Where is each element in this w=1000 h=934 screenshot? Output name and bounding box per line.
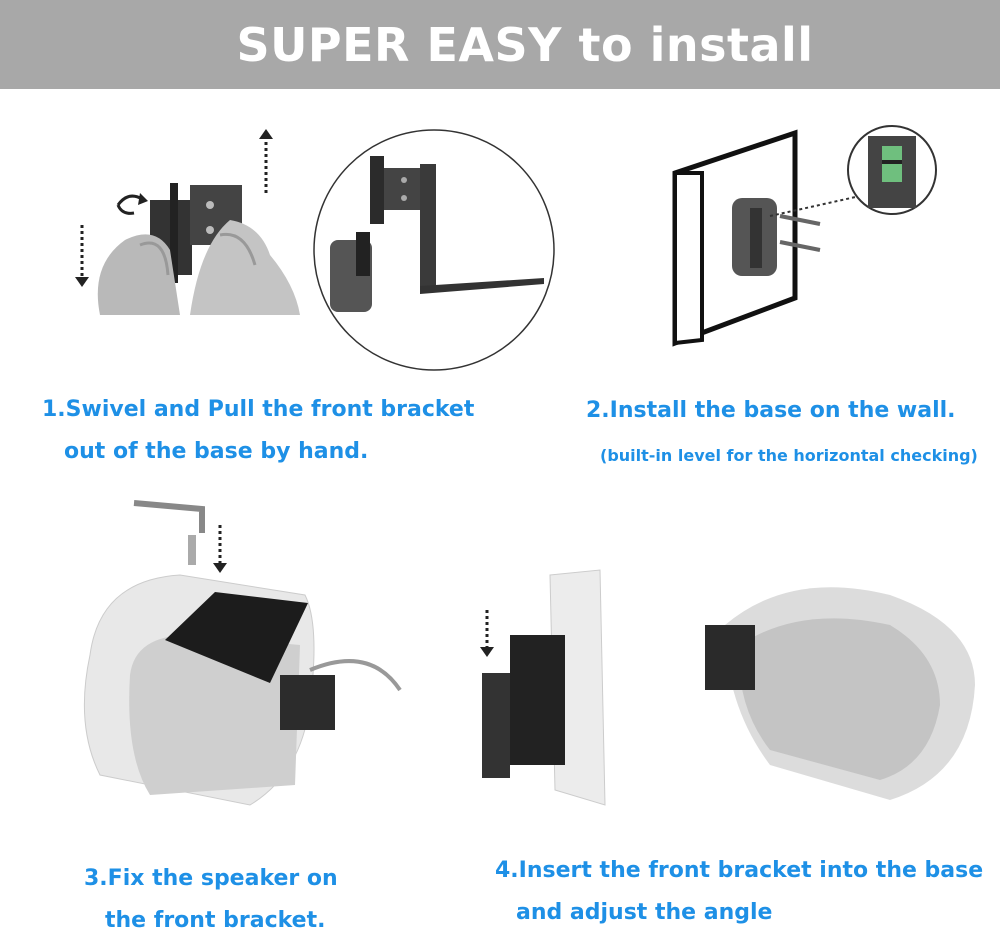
- title-banner: SUPER EASY to install: [0, 0, 1000, 89]
- step4-speaker-illustration: [480, 569, 975, 806]
- step4-caption-line1: 4.Insert the front bracket into the base: [495, 858, 984, 883]
- step4-caption-line2: and adjust the angle: [516, 900, 773, 925]
- step2-wall-illustration: [672, 125, 937, 347]
- step1-caption-line2: out of the base by hand.: [64, 439, 369, 464]
- step3-caption-line1: 3.Fix the speaker on: [84, 866, 338, 891]
- step2-caption-line2: (built-in level for the horizontal check…: [600, 446, 978, 465]
- banner-title: SUPER EASY to install: [236, 17, 814, 72]
- step3-caption-line2: the front bracket.: [105, 908, 326, 933]
- step1-bracket-detail-circle: [313, 129, 555, 371]
- step3-speaker-illustration: [83, 500, 402, 806]
- step2-caption-line1: 2.Install the base on the wall.: [586, 398, 956, 423]
- step1-hands-illustration: [75, 129, 300, 315]
- step1-caption-line1: 1.Swivel and Pull the front bracket: [42, 397, 475, 422]
